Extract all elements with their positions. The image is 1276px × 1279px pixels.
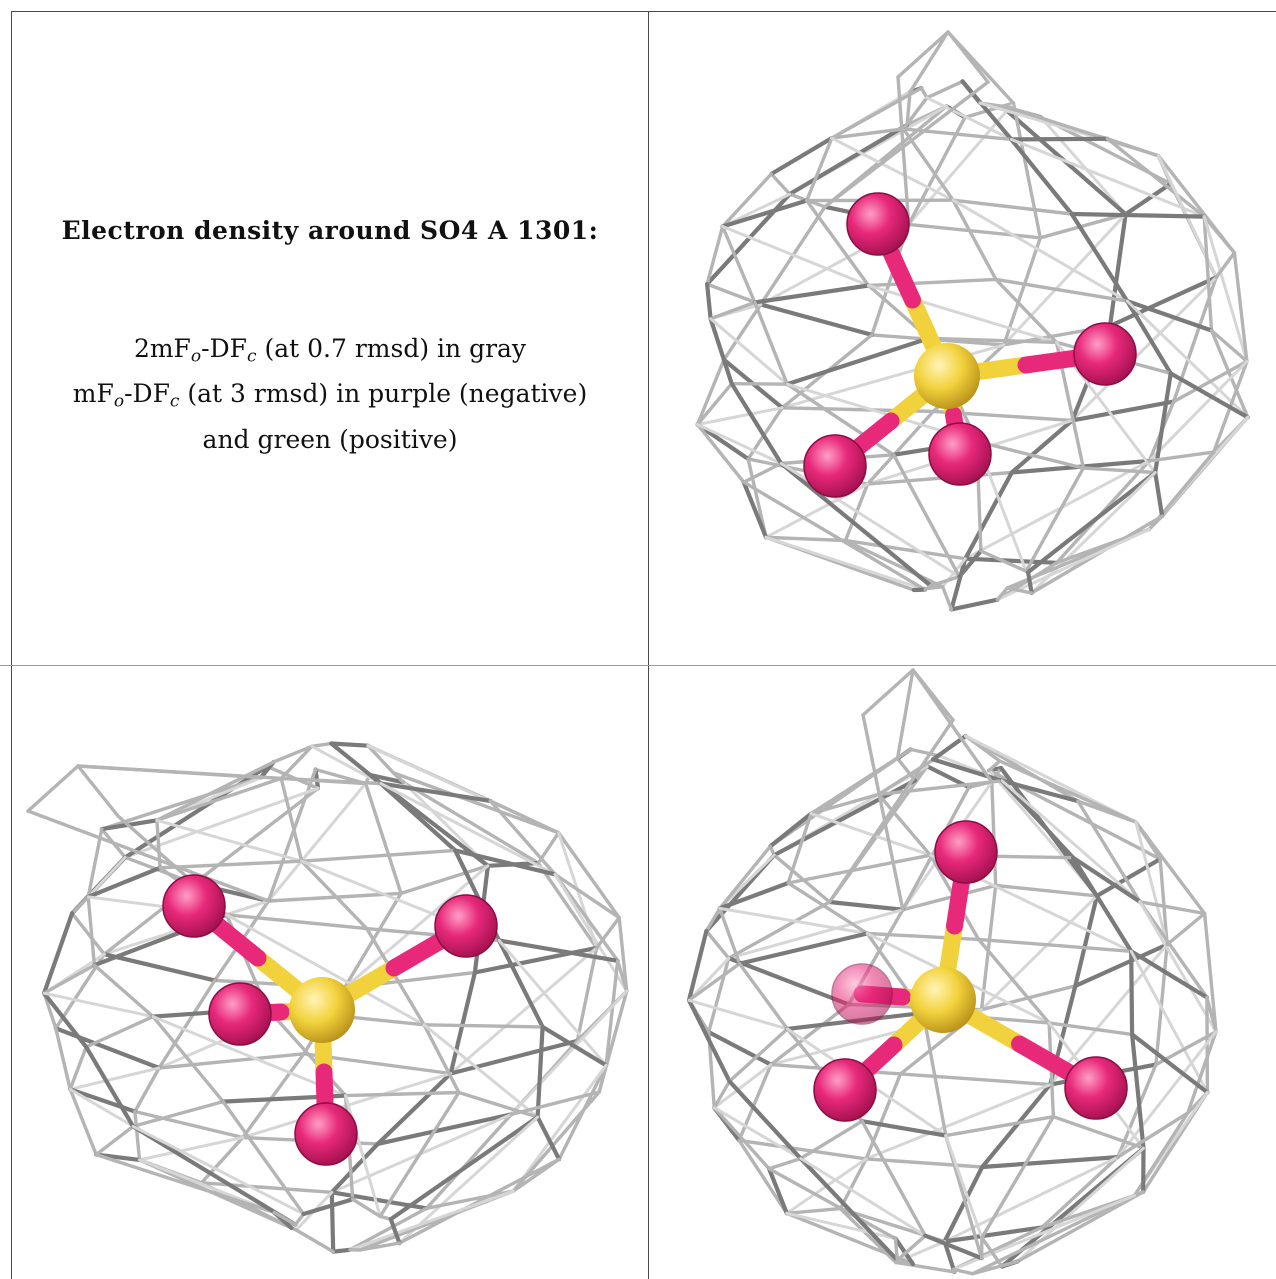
oxygen-atom <box>934 820 998 884</box>
so4-molecule <box>162 874 498 1166</box>
sulfur-atom <box>910 967 976 1033</box>
view-bottom-left <box>26 741 629 1254</box>
grid-left-border <box>11 11 12 1279</box>
view-bottom-right <box>686 668 1218 1276</box>
oxygen-atom <box>928 422 992 486</box>
sulfur-atom <box>914 343 980 409</box>
oxygen-atom <box>813 1058 877 1122</box>
legend-line-mfo-dfc: mFo-DFc (at 3 rmsd) in purple (negative) <box>12 375 648 420</box>
oxygen-atom <box>1064 1056 1128 1120</box>
legend-line2-prefix: mF <box>72 379 114 409</box>
so4-molecule <box>803 192 1137 498</box>
view-top-right <box>695 30 1250 612</box>
legend-lines: 2mFo-DFc (at 0.7 rmsd) in gray mFo-DFc (… <box>12 330 648 459</box>
legend-line2-sub2: c <box>169 391 180 412</box>
legend-line1-prefix: 2mF <box>133 334 191 363</box>
legend-title: Electron density around SO4 A 1301: <box>61 216 599 245</box>
legend-line2-sub1: o <box>113 391 125 412</box>
oxygen-atom <box>1073 322 1137 386</box>
so4-molecule <box>813 820 1128 1122</box>
oxygen-atom <box>208 982 272 1046</box>
oxygen-atom <box>294 1102 358 1166</box>
oxygen-atom <box>434 894 498 958</box>
legend-panel: Electron density around SO4 A 1301: 2mFo… <box>12 12 648 664</box>
legend-line1-suffix: (at 0.7 rmsd) in gray <box>256 334 527 363</box>
legend-line-positive: and green (positive) <box>202 424 458 454</box>
legend-line-2mfo-dfc: 2mFo-DFc (at 0.7 rmsd) in gray <box>12 330 648 375</box>
legend-line1-sub2: c <box>247 346 257 367</box>
legend-line1-mid: -DF <box>201 334 247 363</box>
grid-horizontal-divider <box>0 665 1276 666</box>
oxygen-atom <box>846 192 910 256</box>
legend-line2-suffix: (at 3 rmsd) in purple (negative) <box>179 379 588 409</box>
oxygen-atom <box>831 963 893 1025</box>
oxygen-atom <box>162 874 226 938</box>
grid-top-border <box>12 11 1276 12</box>
density-mesh <box>695 30 1250 612</box>
oxygen-atom <box>803 434 867 498</box>
grid-vertical-divider <box>648 11 649 1279</box>
sulfur-atom <box>289 977 355 1043</box>
legend-line2-mid: -DF <box>124 379 170 409</box>
legend-line1-sub1: o <box>190 346 202 367</box>
